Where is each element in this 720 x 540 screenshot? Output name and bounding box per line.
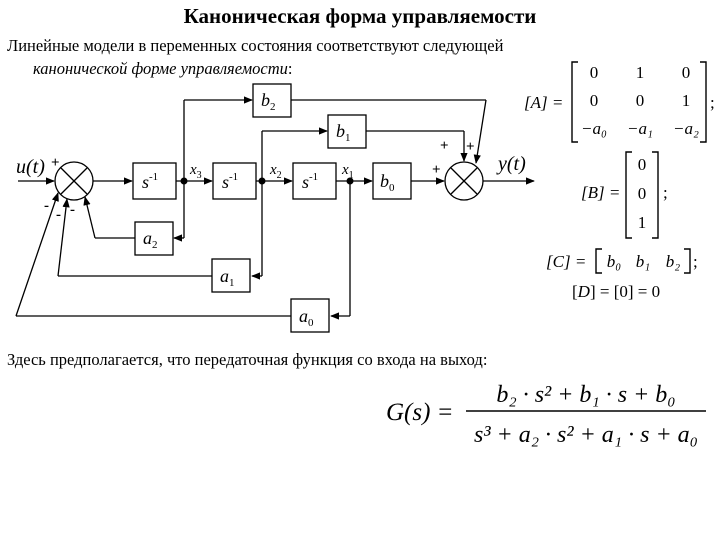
gain-label-b2: b2 <box>261 90 276 113</box>
node-x2 <box>258 177 266 185</box>
matrix-a-cell: 0 <box>636 91 645 110</box>
matrix-b-cell: 0 <box>638 184 647 203</box>
matrix-a-cell: 1 <box>636 63 645 82</box>
matrix-c-semicolon: ; <box>693 252 698 271</box>
matrix-b-cell: 0 <box>638 155 647 174</box>
transfer-denominator: s³ + a₂ · s² + a₁ · s + a₀ <box>474 422 698 448</box>
matrix-a-cell: 0 <box>590 63 599 82</box>
intro-line-1: Линейные модели в переменных состояния с… <box>7 36 504 55</box>
matrix-a-lhs: [A] = <box>524 93 563 112</box>
output-label: y(t) <box>496 153 526 175</box>
matrix-b-semicolon: ; <box>663 183 668 202</box>
matrix-a-cell: 0 <box>682 63 691 82</box>
matrix-c-cell: b₁ <box>636 252 650 271</box>
sign-plus-b2: + <box>466 139 475 155</box>
sign-minus-a0: - <box>44 198 49 214</box>
intro-colon: : <box>287 59 293 78</box>
sign-plus-b0: + <box>432 162 441 178</box>
matrix-d: [D] = [0] = 0 <box>572 282 660 301</box>
matrix-a-semicolon: ; <box>710 93 715 112</box>
node-x1 <box>346 177 354 185</box>
gain-label-a0: a0 <box>299 306 314 329</box>
state-x2-label: x2 <box>269 162 282 181</box>
transfer-lhs: G(s) = <box>386 399 454 426</box>
page-title: Каноническая форма управляемости <box>183 4 537 28</box>
matrix-c-cell: b₂ <box>666 252 681 271</box>
matrix-a-cell: −a₁ <box>627 119 653 138</box>
intro-line-2: канонической форме управляемости: <box>7 57 627 80</box>
transfer-numerator: b₂ · s² + b₁ · s + b₀ <box>496 382 675 408</box>
sign-minus-a2: - <box>70 202 75 218</box>
gain-label-b0: b0 <box>380 171 395 194</box>
integrator-label-2: s-1 <box>222 171 238 192</box>
integrator-label-3: s-1 <box>302 171 318 192</box>
transfer-function: G(s) = b₂ · s² + b₁ · s + b₀ s³ + a₂ · s… <box>386 382 706 448</box>
state-x1-label: x1 <box>341 162 354 181</box>
sign-plus-b1: + <box>440 138 449 154</box>
matrix-c-cell: b₀ <box>607 252 622 271</box>
sign-plus-input: + <box>51 155 60 171</box>
intro-term: канонической форме управляемости <box>33 59 288 78</box>
matrix-b-lhs: [B] = <box>581 183 620 202</box>
integrator-label-1: s-1 <box>142 171 158 192</box>
gain-label-a1: a1 <box>220 266 235 289</box>
matrix-b-cell: 1 <box>638 213 647 232</box>
gain-label-a2: a2 <box>143 228 158 251</box>
matrix-d-text: [D] = [0] = 0 <box>572 282 660 301</box>
matrix-a-cell: −a₀ <box>581 119 607 138</box>
matrix-a: [A] = ; 0 1 0 0 0 1 −a₀ −a₁ −a₂ <box>524 61 715 143</box>
node-x3 <box>180 177 188 185</box>
state-x3-label: x3 <box>189 162 202 181</box>
matrix-a-cell: 0 <box>590 91 599 110</box>
assumption-text: Здесь предполагается, что передаточная ф… <box>7 350 488 369</box>
matrix-b: [B] = ; 0 0 1 <box>581 151 668 239</box>
matrix-c-lhs: [C] = <box>546 252 586 271</box>
gain-label-b1: b1 <box>336 121 351 144</box>
matrix-a-cell: −a₂ <box>673 119 699 138</box>
matrix-a-cell: 1 <box>682 91 691 110</box>
input-label: u(t) <box>16 156 45 178</box>
matrix-c: [C] = ; b₀ b₁ b₂ <box>546 248 698 274</box>
intro-text: Линейные модели в переменных состояния с… <box>7 34 627 80</box>
sign-minus-a1: - <box>56 207 61 223</box>
